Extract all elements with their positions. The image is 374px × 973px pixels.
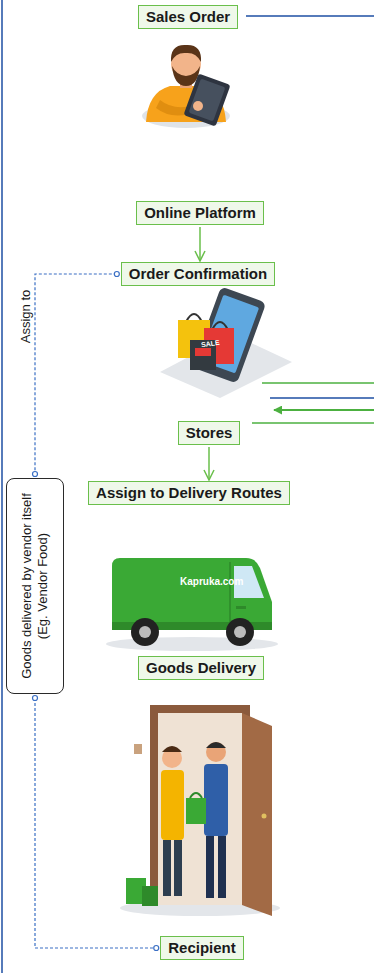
process-box: Assign to Delivery Routes — [88, 481, 290, 505]
connector-end-dot — [33, 472, 38, 477]
box-label: Sales Order — [146, 8, 230, 26]
box-label: Order Confirmation — [129, 265, 267, 283]
process-box: Order Confirmation — [121, 262, 275, 286]
box-label: Online Platform — [144, 204, 256, 222]
box-label: Stores — [186, 424, 233, 442]
flow-line — [252, 422, 374, 424]
van-illustration — [106, 558, 278, 651]
process-box: Sales Order — [138, 5, 238, 29]
vendor-note-box: Goods delivered by vendor itself (Eg. Ve… — [6, 478, 64, 694]
box-label: Recipient — [168, 939, 236, 957]
flow-line — [262, 382, 374, 384]
process-box: Recipient — [160, 936, 244, 960]
flow-line — [270, 397, 374, 399]
delivery-illustration — [120, 705, 280, 916]
dashed-connector — [35, 274, 117, 474]
process-box: Goods Delivery — [138, 656, 264, 680]
process-box: Online Platform — [136, 201, 264, 225]
side-line — [1, 0, 3, 973]
connector-end-dot — [154, 946, 159, 951]
process-box: Stores — [178, 421, 241, 445]
flow-line — [246, 15, 374, 17]
connector-end-dot — [114, 272, 119, 277]
flow-arrow — [208, 447, 210, 480]
shopping-illustration — [160, 286, 292, 398]
flow-arrow — [274, 409, 374, 411]
person-illustration — [142, 45, 230, 128]
box-label: Goods Delivery — [146, 659, 256, 677]
van-logo-text: Kapruka.com — [180, 576, 243, 587]
connector-label: Assign to — [18, 287, 33, 344]
flow-arrow — [199, 227, 201, 261]
connector-end-dot — [33, 696, 38, 701]
dashed-connector — [35, 698, 156, 948]
box-label: Assign to Delivery Routes — [96, 484, 282, 502]
box-label: Goods delivered by vendor itself (Eg. Ve… — [19, 486, 51, 686]
